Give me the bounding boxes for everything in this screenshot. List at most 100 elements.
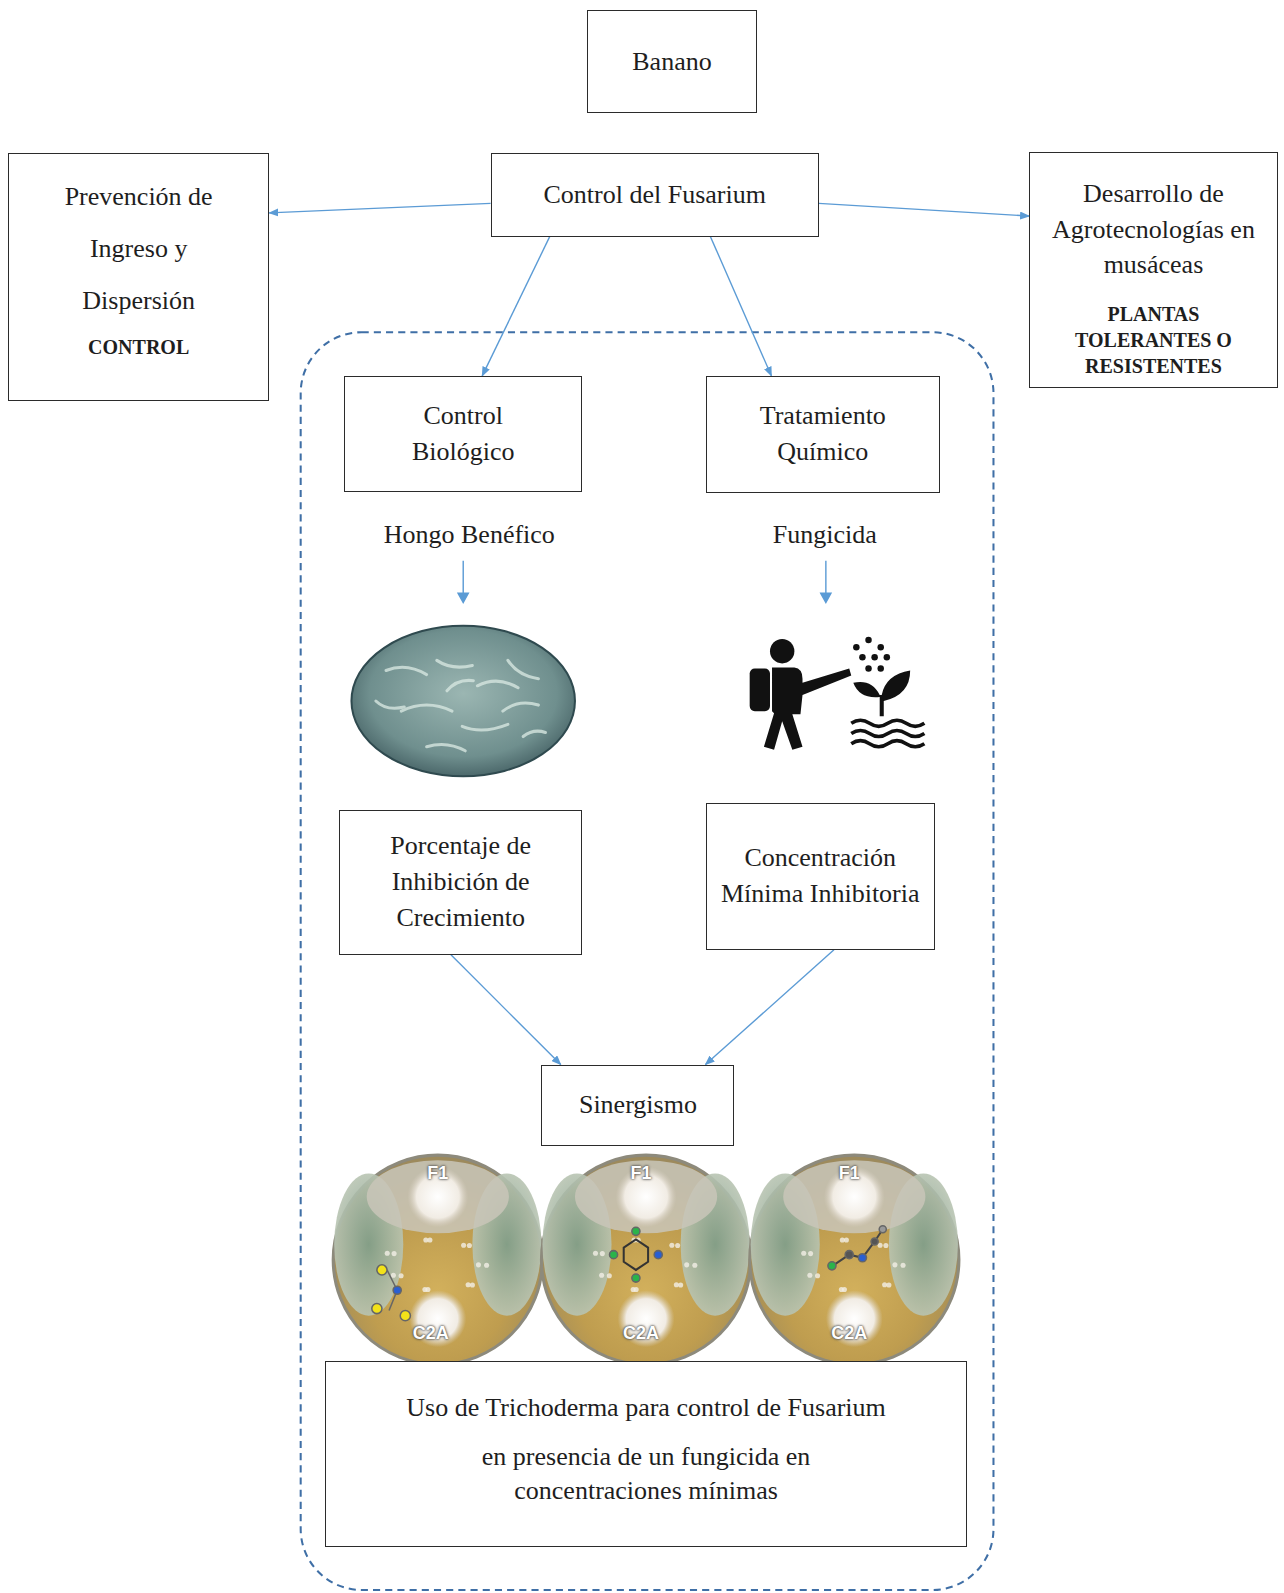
graphic-part: [783, 1160, 925, 1233]
spraying-person-icon: [750, 637, 925, 750]
graphic-part: [634, 1287, 639, 1292]
graphic-part: [877, 665, 884, 672]
process-box: Tratamiento Químico: [706, 376, 940, 493]
graphic-part: [609, 1251, 617, 1259]
graphic-part: [826, 1290, 883, 1347]
graphic-part: [654, 1251, 662, 1259]
strain-label: C2A: [831, 1322, 867, 1343]
connector-arrow: [710, 237, 771, 376]
graphic-part: [879, 1226, 886, 1233]
leader-line: [825, 561, 826, 595]
strain-label: F1: [427, 1163, 448, 1184]
connector-arrow: [269, 203, 490, 213]
leader-arrows: [458, 561, 831, 603]
graphic-part: [901, 1263, 906, 1268]
node-label: Control del Fusarium: [543, 178, 765, 212]
node-label: Banano: [632, 45, 711, 79]
node-label: Desarrollo de Agrotecnologías en musácea…: [1046, 176, 1261, 284]
graphic-part: [484, 1263, 489, 1268]
node-label: Sinergismo: [579, 1088, 697, 1122]
node-label: Porcentaje de Inhibición de Crecimiento: [364, 828, 557, 936]
graphic-part: [351, 626, 574, 776]
graphic-part: [425, 1287, 430, 1292]
leader-head: [821, 593, 831, 602]
strain-label: F1: [630, 1163, 651, 1184]
graphic-part: [377, 1265, 387, 1275]
graphic-part: [750, 668, 770, 711]
graphic-part: [392, 1251, 397, 1256]
graphic-part: [427, 744, 466, 750]
graphic-part: [842, 1287, 847, 1292]
graphic-part: [853, 671, 910, 717]
graphic-part: [678, 1282, 683, 1287]
graphic-part: [845, 1251, 853, 1259]
graphic-part: [828, 1262, 836, 1270]
node-label: Uso de Trichoderma para control de Fusar…: [406, 1391, 885, 1425]
node-label: Prevención de Ingreso y Dispersión: [45, 171, 233, 327]
graphic-part: [477, 681, 518, 688]
graphic-part: [807, 1273, 812, 1278]
graphic-part: [409, 1290, 466, 1347]
node-label: Concentración Mínima Inhibitoria: [719, 840, 922, 912]
graphic-part: [437, 660, 473, 667]
process-box: Porcentaje de Inhibición de Crecimiento: [339, 810, 582, 955]
graphic-part: [764, 667, 851, 749]
graphic-part: [599, 1273, 604, 1278]
graphic-part: [600, 1251, 605, 1256]
graphic-part: [607, 1273, 612, 1278]
graphic-part: [692, 1263, 697, 1268]
molecule-model: [828, 1226, 886, 1270]
graphic-part: [886, 1282, 891, 1287]
graphic-part: [877, 644, 884, 651]
node-label: Tratamiento Químico: [731, 398, 914, 470]
node-label: en presencia de un fungicida en concentr…: [443, 1440, 849, 1508]
process-box: Desarrollo de Agrotecnologías en musácea…: [1029, 152, 1278, 388]
strain-label: F1: [839, 1163, 860, 1184]
graphic-part: [372, 1303, 382, 1313]
graphic-part: [575, 1160, 717, 1233]
petri-dishes: [333, 1155, 959, 1364]
molecule-model: [372, 1265, 411, 1321]
graphic-part: [476, 1262, 481, 1267]
graphic-part: [750, 1155, 959, 1364]
connector-arrow: [451, 955, 561, 1065]
graphic-part: [624, 1239, 648, 1269]
graphic-part: [399, 1273, 404, 1278]
process-box: Control del Fusarium: [491, 153, 819, 236]
petri-dish: [750, 1155, 959, 1364]
graphic-part: [632, 1274, 640, 1282]
graphic-part: [462, 724, 508, 730]
process-box: Concentración Mínima Inhibitoria: [706, 803, 935, 950]
section-label: Hongo Benéfico: [384, 520, 555, 550]
node-label: Control Biológico: [387, 398, 539, 470]
graphic-part: [675, 1243, 680, 1248]
graphic-part: [391, 1273, 396, 1278]
graphic-part: [851, 730, 924, 736]
graphic-part: [470, 1282, 475, 1287]
graphic-part: [669, 1243, 674, 1248]
graphic-part: [393, 1286, 401, 1294]
graphic-part: [461, 1243, 466, 1248]
graphic-part: [853, 637, 890, 672]
graphic-part: [427, 1237, 432, 1242]
graphic-part: [333, 1155, 542, 1364]
process-box: Banano: [587, 10, 757, 113]
graphic-part: [865, 665, 872, 672]
process-box: Control Biológico: [344, 376, 582, 492]
process-box: Uso de Trichoderma para control de Fusar…: [325, 1361, 967, 1547]
molecule-model: [609, 1227, 662, 1282]
graphic-part: [892, 1262, 897, 1267]
leader-line: [463, 561, 464, 595]
strain-label: C2A: [623, 1322, 659, 1343]
graphic-part: [400, 1311, 410, 1321]
graphic-part: [376, 701, 404, 708]
graphic-part: [858, 1254, 866, 1262]
graphic-part: [801, 1251, 806, 1256]
graphic-part: [865, 637, 872, 644]
graphic-part: [367, 1160, 509, 1233]
graphic-part: [851, 741, 924, 747]
process-box: Prevención de Ingreso y DispersiónCONTRO…: [8, 153, 269, 401]
graphic-part: [467, 1243, 472, 1248]
graphic-part: [808, 1251, 813, 1256]
graphic-part: [508, 660, 538, 678]
